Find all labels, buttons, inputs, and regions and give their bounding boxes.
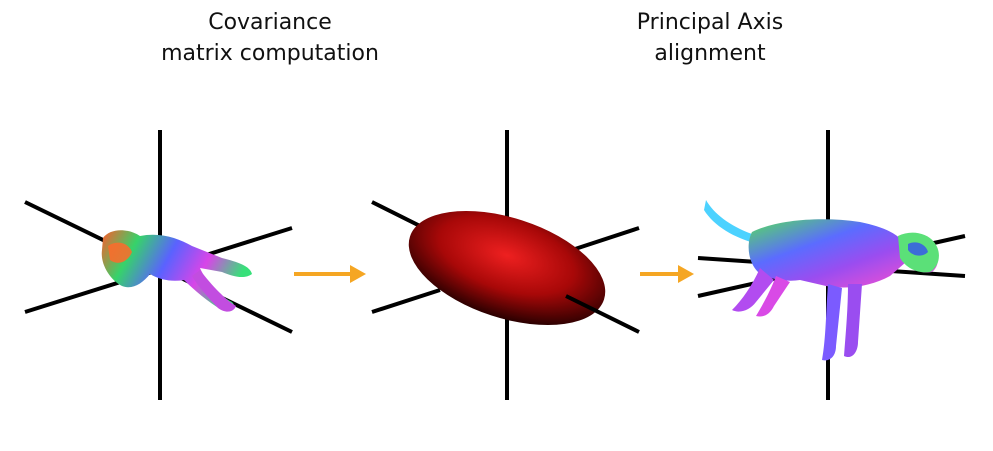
panel-covariance-ellipsoid xyxy=(371,130,640,400)
dog-mesh-aligned-icon xyxy=(704,200,939,361)
arrow-right-icon xyxy=(640,265,694,283)
panel-aligned-mesh xyxy=(697,130,966,400)
dog-mesh-icon xyxy=(101,230,252,312)
axis-diagonal-1-front xyxy=(565,294,640,334)
axis-diagonal-2-back xyxy=(371,288,441,314)
caption-covariance: Covariance matrix computation xyxy=(135,7,405,69)
caption-principal-axis-line1: Principal Axis xyxy=(636,10,784,35)
caption-covariance-line2: matrix computation xyxy=(161,41,379,66)
caption-principal-axis-line2: alignment xyxy=(654,41,766,66)
caption-principal-axis: Principal Axis alignment xyxy=(600,7,820,69)
caption-covariance-line1: Covariance xyxy=(208,10,332,35)
panel-input-mesh xyxy=(24,130,293,400)
arrow-right-icon xyxy=(294,265,366,283)
axis-diagonal-2-front xyxy=(571,226,640,252)
covariance-ellipsoid-shape xyxy=(408,210,606,326)
